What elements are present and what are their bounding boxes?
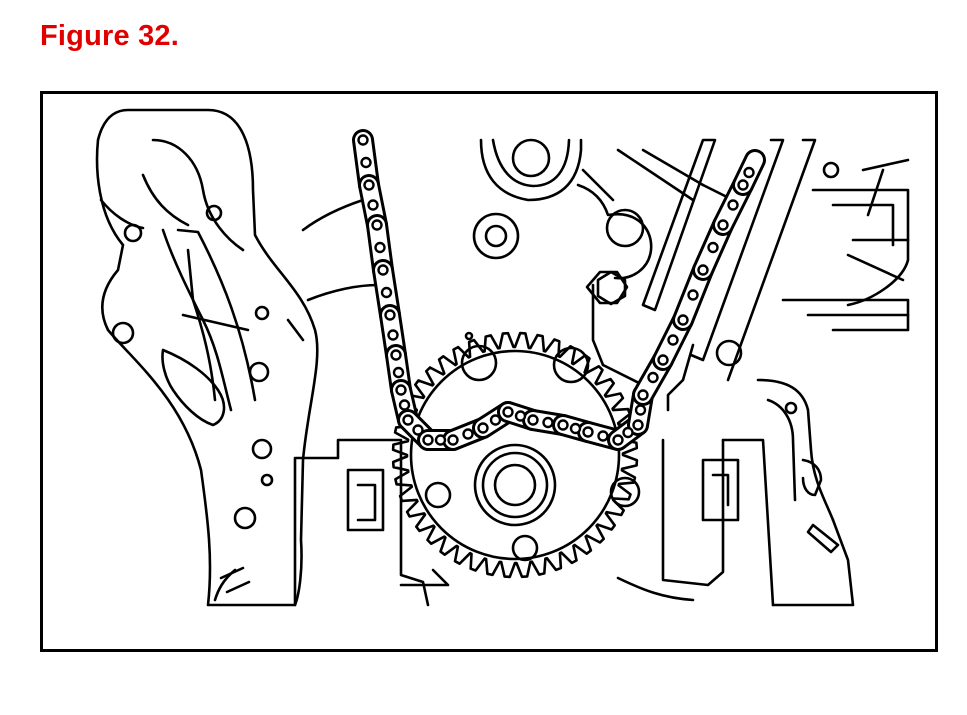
chain-pin <box>489 414 502 426</box>
chain-pin <box>542 416 554 429</box>
sprocket-rim <box>409 349 621 561</box>
left-block-casting <box>95 108 380 607</box>
hex-bolt <box>585 270 629 306</box>
chain-pin <box>363 179 375 191</box>
diagram-frame <box>40 91 938 652</box>
chain-pin <box>422 434 434 446</box>
chain-pin <box>357 134 369 146</box>
chain-pin <box>597 430 609 442</box>
chain-pin <box>514 410 527 422</box>
chain-pin <box>697 264 709 276</box>
sprocket-teeth <box>391 331 639 579</box>
figure-title: Figure 32. <box>40 20 179 52</box>
chain-pin <box>392 366 405 379</box>
chain-pin <box>632 419 644 431</box>
chain-pin <box>360 156 372 169</box>
crank-sprocket <box>391 331 641 579</box>
chain-pin <box>477 422 489 434</box>
chain-pin <box>387 329 399 341</box>
chain-pin <box>637 389 649 401</box>
chain-pin <box>737 179 749 191</box>
chain-pin <box>367 199 379 211</box>
chain-pin <box>687 289 699 301</box>
timing-chain-illustration <box>95 108 910 607</box>
lower-housing <box>293 438 775 607</box>
chain-pin <box>582 426 594 438</box>
chain-pin <box>557 419 569 431</box>
chain-pin <box>374 241 386 254</box>
chain-pin <box>569 422 582 435</box>
chain-pin <box>412 424 424 436</box>
timing-chain <box>352 129 766 451</box>
chain-pin <box>667 334 679 346</box>
chain-pin <box>677 314 689 326</box>
chain-pin <box>647 371 659 384</box>
chain-pin <box>434 434 447 446</box>
chain-pin <box>743 166 755 179</box>
chain-pin <box>398 399 411 411</box>
chain-pin <box>717 219 729 231</box>
chain-pin <box>447 434 459 446</box>
chain-pin <box>502 406 514 418</box>
chain-pin <box>380 286 393 299</box>
chain-pin <box>612 434 624 446</box>
chain-pin <box>395 384 407 396</box>
right-block-casting <box>641 138 910 607</box>
chain-pin <box>402 414 414 426</box>
chain-pin <box>634 404 647 416</box>
chain-pin <box>622 426 634 439</box>
chain-pin <box>657 354 669 366</box>
chain-pin <box>390 349 402 361</box>
chain-pin <box>377 264 389 276</box>
chain-pin <box>527 414 539 426</box>
chain-pin <box>707 241 719 254</box>
chain-pin <box>462 428 474 440</box>
chain-pin <box>727 199 739 211</box>
chain-pin <box>384 309 396 321</box>
chain-pin <box>371 219 383 231</box>
